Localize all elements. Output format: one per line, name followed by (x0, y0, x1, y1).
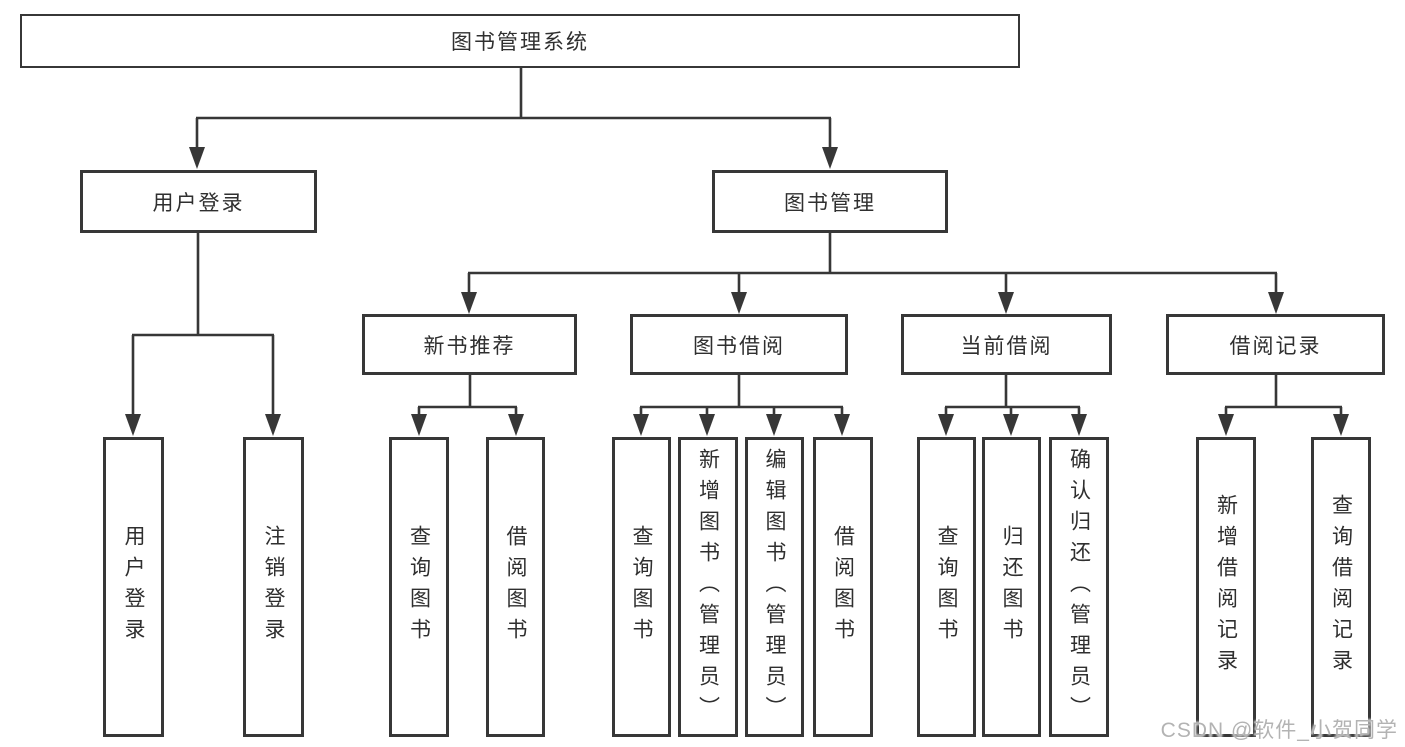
connector-userlogin-to-leaves (131, 233, 275, 417)
leaf-current-query-books: 查询图书 (917, 437, 976, 737)
node-label: 图书管理 (784, 191, 876, 215)
connector-records-to-leaves (1224, 375, 1343, 417)
leaf-label: 编辑图书（管理员） (763, 447, 786, 727)
leaf-label: 查询图书 (407, 525, 431, 649)
leaf-current-return-books: 归还图书 (982, 437, 1041, 737)
node-label: 图书借阅 (693, 334, 785, 358)
leaf-current-confirm-return-admin: 确认归还（管理员） (1049, 437, 1109, 737)
leaf-records-add-record: 新增借阅记录 (1196, 437, 1256, 737)
leaf-label: 借阅图书 (504, 525, 527, 649)
connector-newbooks-to-leaves (417, 375, 518, 417)
node-label: 当前借阅 (960, 334, 1053, 358)
node-current-borrowing: 当前借阅 (901, 314, 1112, 375)
leaf-label: 用户登录 (122, 525, 145, 649)
node-new-book-recommend: 新书推荐 (362, 314, 577, 375)
leaf-label: 查询图书 (935, 525, 958, 649)
node-label: 借阅记录 (1229, 334, 1322, 358)
leaf-newrec-query-books: 查询图书 (389, 437, 449, 737)
leaf-label: 查询借阅记录 (1329, 494, 1353, 680)
leaf-newrec-borrow-books: 借阅图书 (486, 437, 545, 737)
leaf-label: 确认归还（管理员） (1067, 447, 1091, 727)
leaf-label: 借阅图书 (831, 525, 855, 649)
leaf-label: 查询图书 (630, 525, 653, 649)
node-system-root: 图书管理系统 (20, 14, 1020, 68)
connector-bookmgmt-to-level3 (467, 233, 1278, 296)
leaf-user-login: 用户登录 (103, 437, 164, 737)
leaf-label: 注销登录 (262, 525, 285, 649)
leaf-borrow-query-books: 查询图书 (612, 437, 671, 737)
leaf-label: 新增图书（管理员） (696, 447, 720, 727)
node-book-borrowing: 图书借阅 (630, 314, 848, 375)
connector-borrowing-to-leaves (639, 375, 844, 417)
leaf-label: 新增借阅记录 (1214, 494, 1238, 680)
node-book-management: 图书管理 (712, 170, 948, 233)
leaf-borrow-add-books-admin: 新增图书（管理员） (678, 437, 738, 737)
connector-current-to-leaves (944, 375, 1081, 417)
leaf-label: 归还图书 (1000, 525, 1023, 649)
leaf-borrow-edit-books-admin: 编辑图书（管理员） (745, 437, 804, 737)
connector-root-to-level2 (195, 67, 832, 150)
node-label: 用户登录 (152, 191, 245, 215)
leaf-borrow-borrow-books: 借阅图书 (813, 437, 873, 737)
csdn-watermark: CSDN @软件_小贺同学 (1160, 719, 1398, 742)
leaf-records-query-record: 查询借阅记录 (1311, 437, 1371, 737)
node-label: 图书管理系统 (451, 31, 589, 54)
node-borrow-records: 借阅记录 (1166, 314, 1385, 375)
leaf-logout: 注销登录 (243, 437, 304, 737)
node-user-login: 用户登录 (80, 170, 317, 233)
node-label: 新书推荐 (423, 334, 516, 358)
